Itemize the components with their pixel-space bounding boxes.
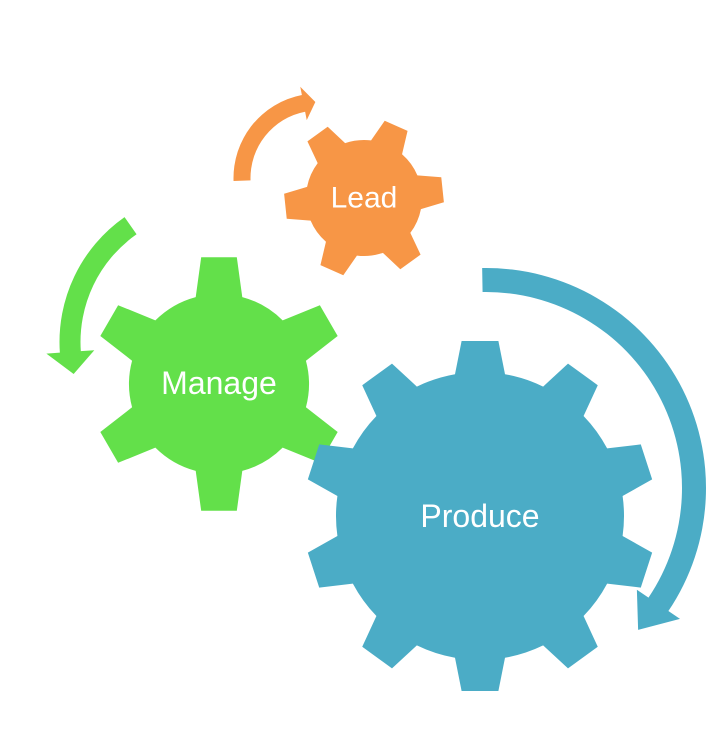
produce-gear-group: Produce	[307, 267, 707, 692]
manage-gear	[100, 257, 338, 511]
lead-gear-label: Lead	[331, 182, 398, 215]
manage-rotation-arrow	[46, 217, 137, 374]
produce-rotation-arrow	[482, 267, 707, 630]
lead-rotation-arrow	[233, 86, 316, 181]
lead-gear	[284, 120, 444, 276]
lead-gear-group: Lead	[233, 86, 444, 276]
produce-gear-label: Produce	[420, 498, 539, 534]
produce-gear	[307, 340, 653, 692]
manage-gear-group: Manage	[46, 217, 338, 511]
manage-gear-label: Manage	[161, 365, 277, 401]
